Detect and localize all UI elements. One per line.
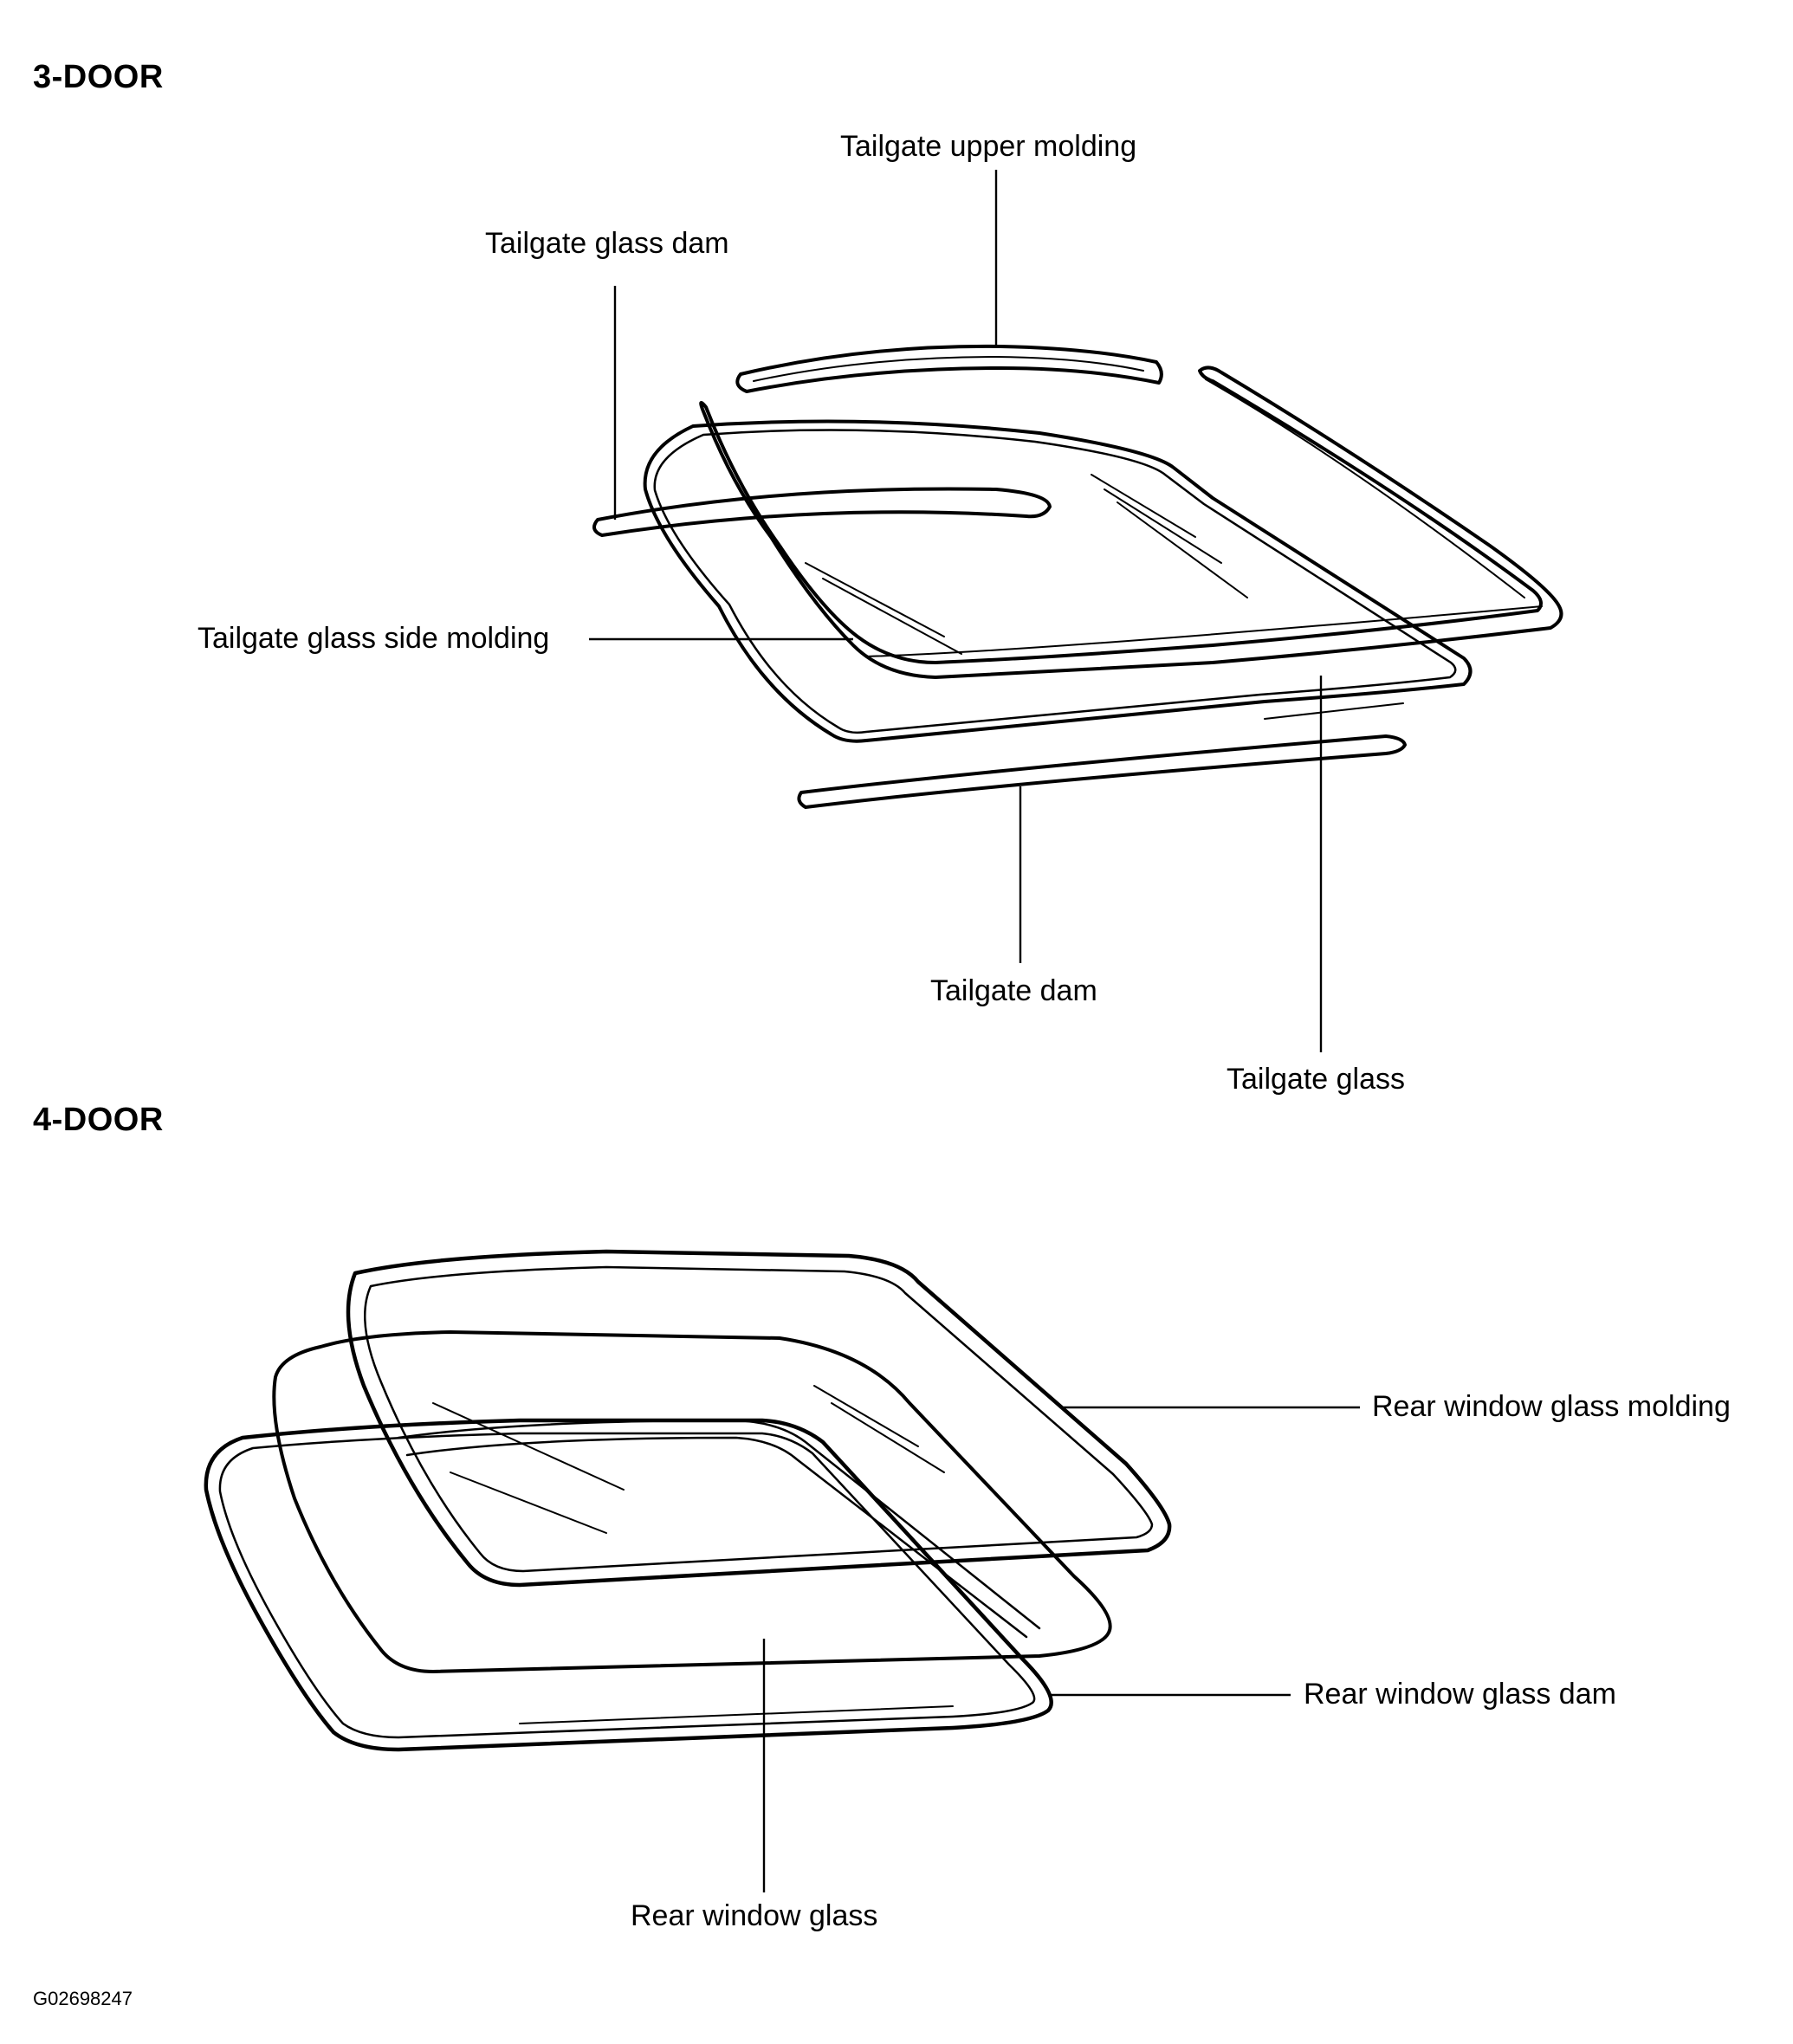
label-tailgate-dam: Tailgate dam [930,974,1097,1007]
tailgate-glass [643,419,1473,743]
rear-window-glass-dam [204,1418,1053,1752]
label-tailgate-glass-side-molding: Tailgate glass side molding [197,622,550,655]
label-tailgate-glass-dam: Tailgate glass dam [485,227,729,260]
label-rear-window-glass-dam: Rear window glass dam [1304,1678,1616,1711]
label-tailgate-upper-molding: Tailgate upper molding [840,130,1137,163]
rear-window-glass [272,1330,1112,1724]
rear-window-glass-molding [346,1249,1172,1639]
label-rear-window-glass: Rear window glass [631,1899,878,1932]
heading-4-door: 4-DOOR [33,1102,164,1138]
figure-id: G02698247 [33,1988,133,2009]
heading-3-door: 3-DOOR [33,59,164,95]
tailgate-glass-dam [592,487,1052,537]
label-rear-window-glass-molding: Rear window glass molding [1372,1390,1731,1423]
tailgate-glass-side-molding [699,365,1563,679]
tailgate-upper-molding [735,344,1163,393]
label-tailgate-glass: Tailgate glass [1227,1063,1406,1096]
tailgate-dam [797,734,1407,809]
